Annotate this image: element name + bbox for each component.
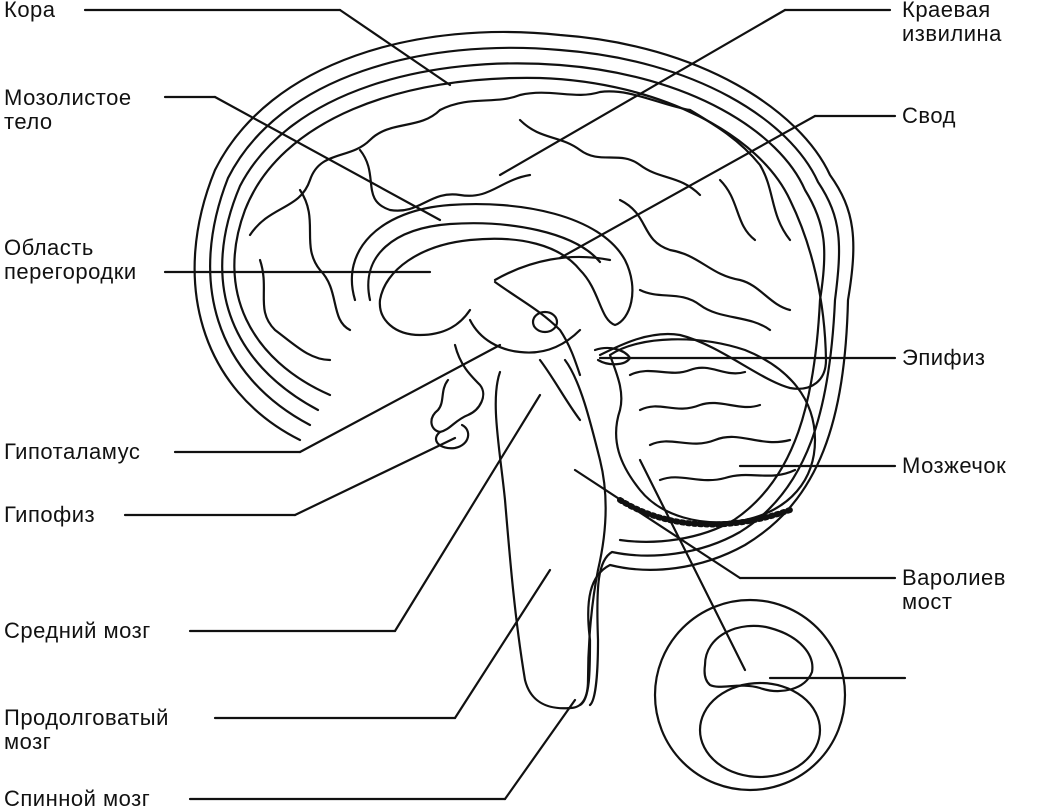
corpus-callosum-inner (367, 222, 602, 302)
gyrus (258, 258, 332, 362)
fornix-shape (493, 255, 612, 282)
gyrus (298, 188, 352, 332)
inset-upper (703, 624, 814, 693)
label-cortex: Кора (4, 0, 56, 22)
label-pineal: Эпифиз (902, 345, 986, 370)
gyrus (718, 178, 757, 242)
gyrus (248, 108, 442, 237)
fornix-arc (493, 280, 582, 377)
interthalamic-adhesion (531, 310, 559, 334)
brainstem-back (563, 358, 607, 710)
label-pituitary: Гипофиз (4, 502, 96, 527)
skull-outline (193, 30, 855, 707)
thalamus-outline (468, 318, 582, 354)
label-medulla: Продолговатый мозг (4, 705, 169, 754)
leader-inset-2 (638, 458, 747, 672)
gyrus (358, 148, 532, 212)
label-spinal-cord: Спинной мозг (4, 787, 151, 808)
leader-hypothal-2 (298, 343, 502, 454)
leader-limbic-2 (498, 8, 787, 177)
midbrain-line (538, 358, 582, 422)
skull-inner-2 (221, 62, 826, 543)
label-corpus-callosum: Мозолистое тело (4, 85, 132, 134)
pituitary-gland (434, 423, 470, 450)
leader-medulla-2 (453, 568, 552, 720)
hypothalamus-outline (430, 343, 485, 434)
label-limbic-gyrus: Краевая извилина (902, 0, 1002, 46)
label-hypothalamus: Гипоталамус (4, 439, 141, 464)
inset-circle (653, 598, 847, 792)
hemisphere-outline (233, 76, 828, 397)
leader-fornix-2 (558, 114, 817, 260)
gyrus (638, 288, 772, 332)
label-pons: Варолиев мост (902, 565, 1006, 614)
cerebellum-folia (638, 401, 762, 412)
brainstem-front (494, 370, 572, 710)
leader-kora-2 (338, 8, 452, 87)
leader-spinal-2 (503, 698, 577, 801)
label-cerebellum: Мозжечок (902, 453, 1007, 478)
cerebellum-outline (608, 338, 817, 524)
cerebellum-folia (628, 366, 747, 377)
label-septum: Область перегородки (4, 235, 137, 284)
gyrus (438, 90, 692, 112)
skull-inner (209, 46, 841, 707)
corpus-callosum (350, 202, 634, 337)
leader-pons (573, 468, 742, 580)
label-midbrain: Средний мозг (4, 618, 151, 643)
leader-midbrain-2 (393, 393, 542, 633)
label-fornix: Свод (902, 103, 956, 128)
gyrus (618, 198, 792, 312)
leader-callosum-2 (213, 95, 442, 222)
inset-lower (698, 681, 822, 779)
gyrus (688, 108, 792, 242)
leader-pituitary-2 (293, 436, 457, 517)
cerebellum-folia (658, 468, 797, 482)
cerebellum-folia (648, 435, 792, 447)
gyrus (518, 118, 702, 197)
